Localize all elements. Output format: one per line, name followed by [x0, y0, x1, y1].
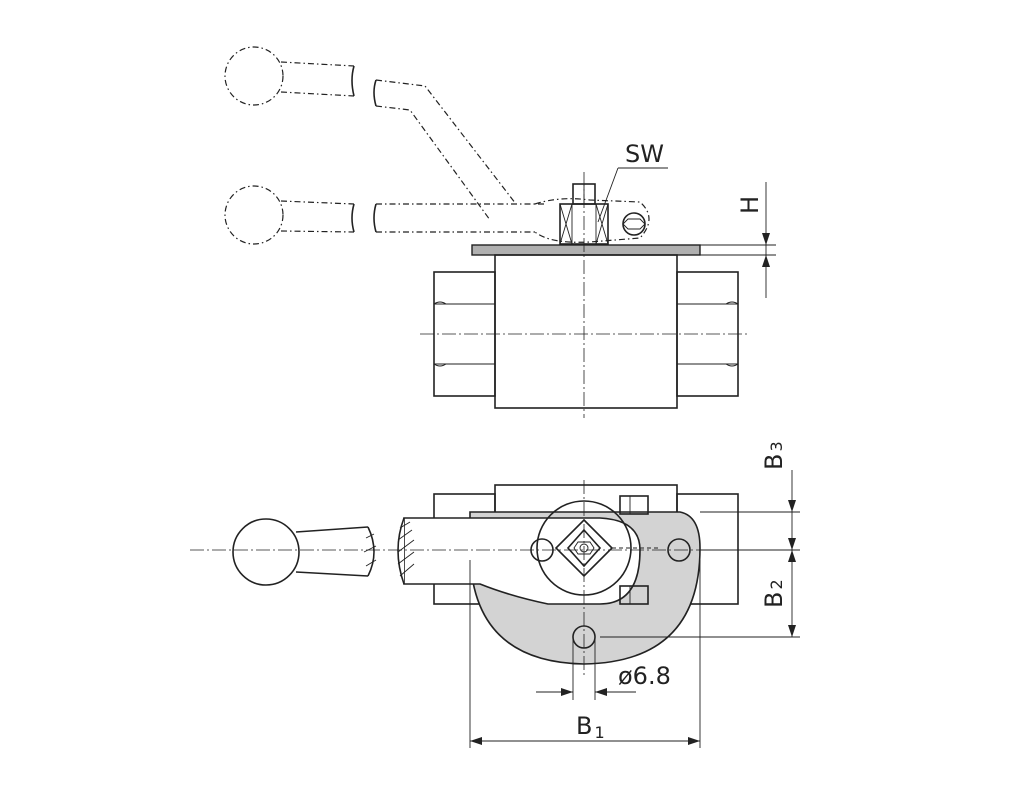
- sw-label: SW: [625, 140, 664, 168]
- b3-label: B3: [760, 441, 788, 470]
- handle-raised-position: [224, 46, 517, 221]
- b2-label: B2: [760, 579, 788, 608]
- valve-body: [494, 254, 678, 409]
- hex-socket-icon: [622, 212, 646, 236]
- side-elevation-view: SW H: [224, 46, 776, 418]
- handle-arm: [397, 517, 641, 605]
- handle-lowered-position: [224, 185, 650, 245]
- ball-grip-icon: [232, 518, 377, 586]
- diameter-label: ø6.8: [618, 662, 671, 690]
- dimension-diameter: ø6.8: [536, 640, 671, 700]
- mounting-plate: [471, 244, 701, 256]
- h-label: H: [736, 196, 764, 214]
- dimension-h: H: [700, 182, 776, 298]
